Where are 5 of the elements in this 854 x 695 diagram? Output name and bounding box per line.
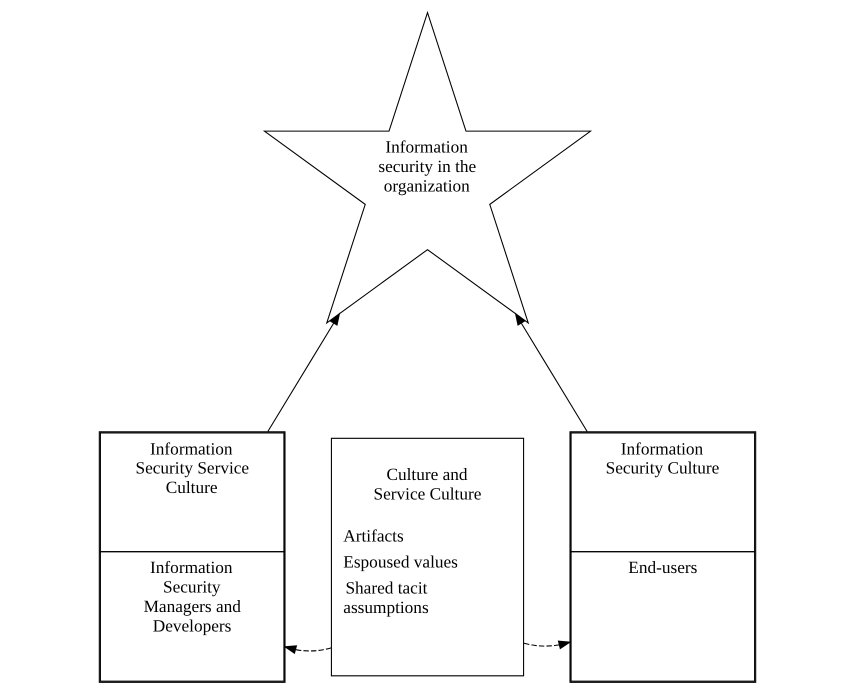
- arrow: [266, 312, 340, 432]
- node-box: Culture and Service Culture Artifacts Espoused values Shared tacit assumptions: [330, 438, 524, 676]
- arrow: [514, 312, 588, 432]
- arrow: [523, 640, 571, 650]
- arrow: [282, 645, 331, 654]
